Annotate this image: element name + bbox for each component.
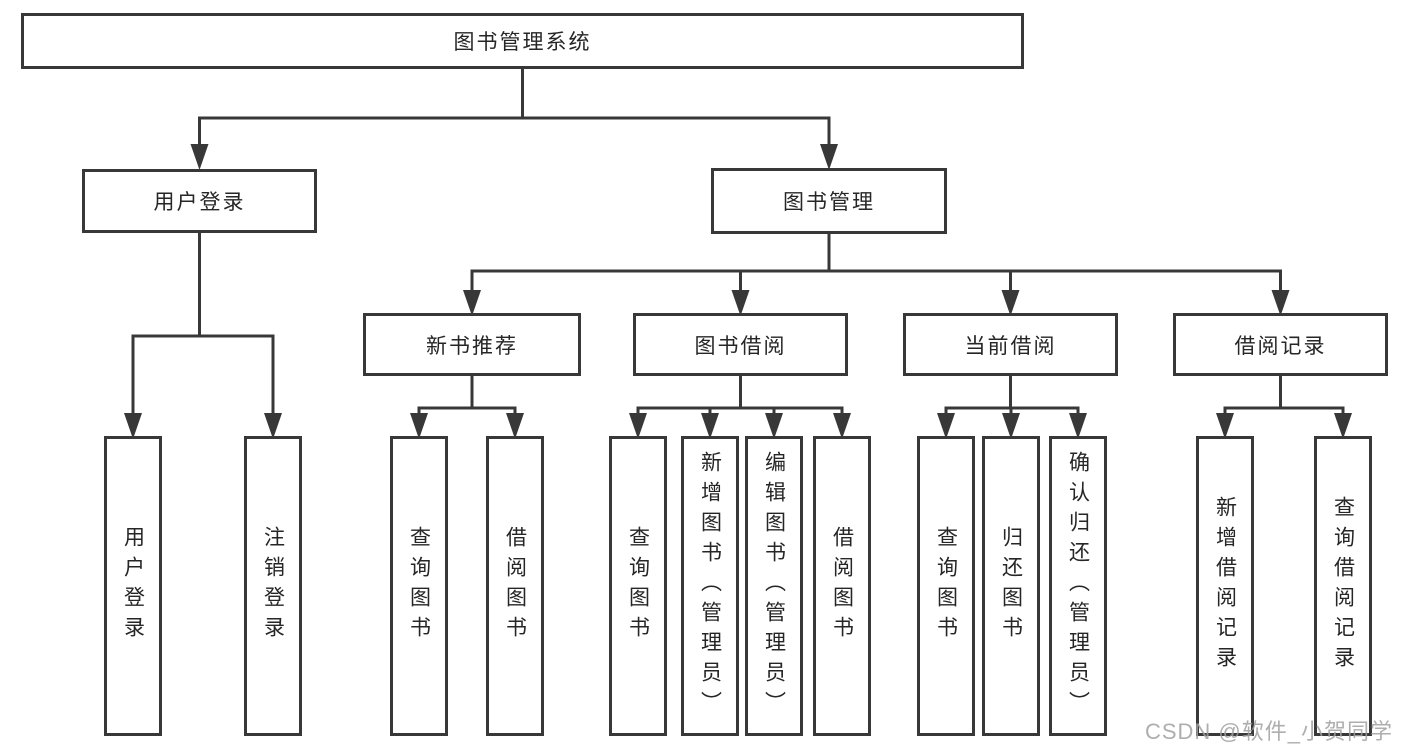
- leaf-add-books-admin: 新增图书（管理员）: [681, 436, 739, 736]
- watermark: CSDN @软件_小贺同学: [1144, 719, 1393, 744]
- wire-borrow-records: [1216, 376, 1352, 439]
- arrow-leaf: [410, 413, 428, 439]
- leaf-query-borrow-record-label: 查询借阅记录: [1331, 496, 1355, 676]
- node-borrow-records: 借阅记录: [1173, 313, 1388, 376]
- wire-book-mgmt-lines: [470, 234, 1282, 292]
- arrow-leaf: [833, 413, 851, 439]
- wire-current-borrow: [937, 376, 1087, 439]
- arrow-leaf: [765, 413, 783, 439]
- arrow-to-borrow-records: [1271, 290, 1290, 316]
- leaf-query-books-rec: 查询图书: [390, 436, 448, 736]
- arrow-to-book-borrow: [731, 290, 750, 316]
- arrow-to-user-login: [190, 144, 209, 170]
- node-library-system-label: 图书管理系统: [453, 31, 592, 54]
- wire-current-borrow-lines: [944, 376, 1080, 415]
- wire-borrow-records-lines: [1223, 376, 1345, 415]
- leaf-logout: 注销登录: [244, 436, 302, 736]
- node-borrow-records-label: 借阅记录: [1234, 334, 1327, 358]
- node-book-borrow: 图书借阅: [633, 313, 848, 376]
- node-library-system: 图书管理系统: [21, 13, 1024, 69]
- leaf-add-borrow-record-label: 新增借阅记录: [1213, 496, 1237, 676]
- leaf-confirm-return-admin: 确认归还（管理员）: [1049, 436, 1107, 736]
- leaf-user-login: 用户登录: [104, 436, 162, 736]
- leaf-borrow-books-label: 借阅图书: [830, 526, 854, 646]
- wire-book-borrow-lines: [636, 376, 844, 415]
- arrow-to-leaf-login: [124, 413, 142, 439]
- leaf-confirm-return-admin-label: 确认归还（管理员）: [1066, 451, 1090, 721]
- arrow-leaf: [937, 413, 955, 439]
- node-current-borrow-label: 当前借阅: [964, 334, 1057, 358]
- arrow-leaf: [701, 413, 719, 439]
- wire-user-login-lines: [131, 233, 275, 415]
- wire-root-lines: [198, 69, 831, 146]
- wire-new-book-rec: [410, 376, 524, 439]
- arrow-leaf: [629, 413, 647, 439]
- leaf-edit-books-admin-label: 编辑图书（管理员）: [762, 451, 786, 721]
- leaf-borrow-books: 借阅图书: [813, 436, 871, 736]
- leaf-query-books-rec-label: 查询图书: [407, 526, 431, 646]
- arrow-to-current-borrow: [1001, 290, 1020, 316]
- wire-new-book-rec-lines: [417, 376, 517, 415]
- wire-book-borrow: [629, 376, 851, 439]
- wire-root: [190, 69, 838, 170]
- leaf-user-login-label: 用户登录: [121, 526, 145, 646]
- leaf-query-books-current: 查询图书: [917, 436, 975, 736]
- node-current-borrow: 当前借阅: [903, 313, 1118, 376]
- leaf-logout-label: 注销登录: [261, 526, 285, 646]
- leaf-edit-books-admin: 编辑图书（管理员）: [745, 436, 803, 736]
- node-new-book-rec: 新书推荐: [363, 313, 581, 376]
- node-book-mgmt-label: 图书管理: [783, 191, 875, 214]
- leaf-add-borrow-record: 新增借阅记录: [1196, 436, 1254, 736]
- leaf-return-books-label: 归还图书: [999, 526, 1023, 646]
- arrow-to-book-mgmt: [820, 144, 838, 170]
- leaf-add-books-admin-label: 新增图书（管理员）: [698, 451, 722, 721]
- leaf-query-books-borrow: 查询图书: [609, 436, 667, 736]
- node-book-borrow-label: 图书借阅: [694, 334, 787, 358]
- leaf-query-books-borrow-label: 查询图书: [626, 526, 650, 646]
- arrow-to-leaf-logout: [264, 413, 282, 439]
- leaf-return-books: 归还图书: [982, 436, 1040, 736]
- leaf-borrow-books-rec-label: 借阅图书: [503, 526, 527, 646]
- leaf-query-books-current-label: 查询图书: [934, 526, 958, 646]
- node-book-mgmt: 图书管理: [711, 168, 947, 234]
- arrow-leaf: [1216, 413, 1234, 439]
- arrow-to-new-book-rec: [463, 290, 481, 316]
- wire-user-login: [124, 233, 282, 439]
- leaf-borrow-books-rec: 借阅图书: [486, 436, 544, 736]
- arrow-leaf: [506, 413, 524, 439]
- arrow-leaf: [1334, 413, 1352, 439]
- node-new-book-rec-label: 新书推荐: [426, 334, 518, 358]
- leaf-query-borrow-record: 查询借阅记录: [1314, 436, 1372, 736]
- arrow-leaf: [1002, 413, 1020, 439]
- node-user-login: 用户登录: [82, 169, 317, 233]
- node-user-login-label: 用户登录: [153, 191, 246, 214]
- wire-book-mgmt: [463, 234, 1290, 316]
- arrow-leaf: [1069, 413, 1087, 439]
